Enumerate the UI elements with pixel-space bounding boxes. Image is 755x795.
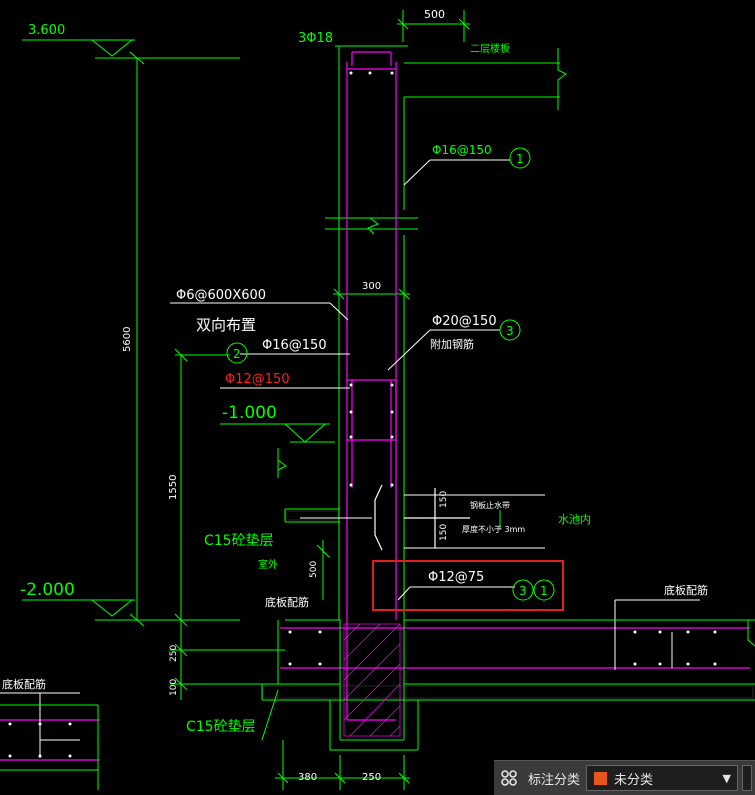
cushion-stipple (262, 510, 754, 699)
elev-mid: -1.000 (222, 403, 277, 423)
annotation-category-label: 标注分类 (528, 772, 581, 788)
c15-cushion-1: C15砼垫层 (204, 533, 274, 549)
tag2: 2 (233, 347, 241, 361)
dim-250: 250 (169, 645, 179, 662)
rebar3: Φ20@150 (432, 314, 497, 329)
selected-category: 未分类 (614, 772, 654, 788)
tag1: 1 (516, 152, 524, 166)
rebar-red: Φ12@150 (225, 372, 290, 387)
dim-5600: 5600 (122, 327, 133, 352)
dim-500-top: 500 (424, 8, 445, 21)
tag1b: 1 (540, 584, 548, 598)
pool-inside: 水池内 (558, 512, 591, 526)
chevron-down-icon: ▼ (722, 771, 732, 785)
highlight-box[interactable] (372, 560, 564, 611)
wall-rebars (0, 51, 750, 761)
dim-1550: 1550 (168, 475, 179, 500)
wall-outline (325, 45, 418, 620)
waterstop-title: 钢板止水带 (470, 500, 510, 510)
dim-150a: 150 (439, 491, 449, 508)
category-color-swatch (593, 770, 609, 786)
top-bars: 3Φ18 (298, 31, 333, 46)
dim-380: 380 (298, 772, 317, 783)
annotation-toolbar: 标注分类 未分类 ▼ (494, 760, 755, 795)
extra-bars: 附加钢筋 (430, 337, 474, 351)
second-floor-slab: 二层楼板 (470, 42, 510, 55)
toolbar-extra-field[interactable] (742, 765, 753, 791)
footing-hatch (343, 623, 401, 737)
dim-250b: 250 (362, 772, 381, 783)
dim-150b: 150 (439, 524, 449, 541)
outside: 室外 (258, 558, 278, 571)
leader-lines (0, 159, 700, 758)
dim-300: 300 (362, 281, 381, 292)
rebar2: Φ16@150 (262, 338, 327, 353)
dim-500-mid: 500 (309, 561, 319, 578)
base-bars-3: 底板配筋 (2, 677, 46, 691)
foundation-outline (0, 448, 755, 790)
dim-100: 100 (169, 679, 179, 696)
grid-icon[interactable] (494, 761, 524, 795)
top-slab-lines (397, 10, 567, 210)
rebar-dots (8, 71, 717, 758)
base-bars-1: 底板配筋 (265, 595, 309, 609)
tag3b: 3 (519, 584, 527, 598)
rebar-mesh: Φ6@600X600 (176, 288, 266, 303)
waterstop-note: 厚度不小于 3mm (462, 524, 525, 534)
annotation-category-select[interactable]: 未分类 ▼ (586, 765, 739, 791)
waterstop (374, 484, 470, 551)
c15-cushion-2: C15砼垫层 (186, 719, 256, 735)
elev-top: 3.600 (28, 23, 65, 38)
tag-circles (226, 147, 555, 601)
tag3: 3 (506, 324, 514, 338)
rebar-box: Φ12@75 (428, 570, 484, 585)
base-bars-2: 底板配筋 (664, 583, 708, 597)
drawing-labels: 3.600 -1.000 -2.000 500 3Φ18 二层楼板 Φ16@15… (2, 8, 708, 783)
elev-bot: -2.000 (20, 580, 75, 600)
rebar1: Φ16@150 (432, 143, 492, 157)
mesh-note: 双向布置 (196, 316, 256, 334)
elevation-dimension-lines (22, 39, 335, 700)
